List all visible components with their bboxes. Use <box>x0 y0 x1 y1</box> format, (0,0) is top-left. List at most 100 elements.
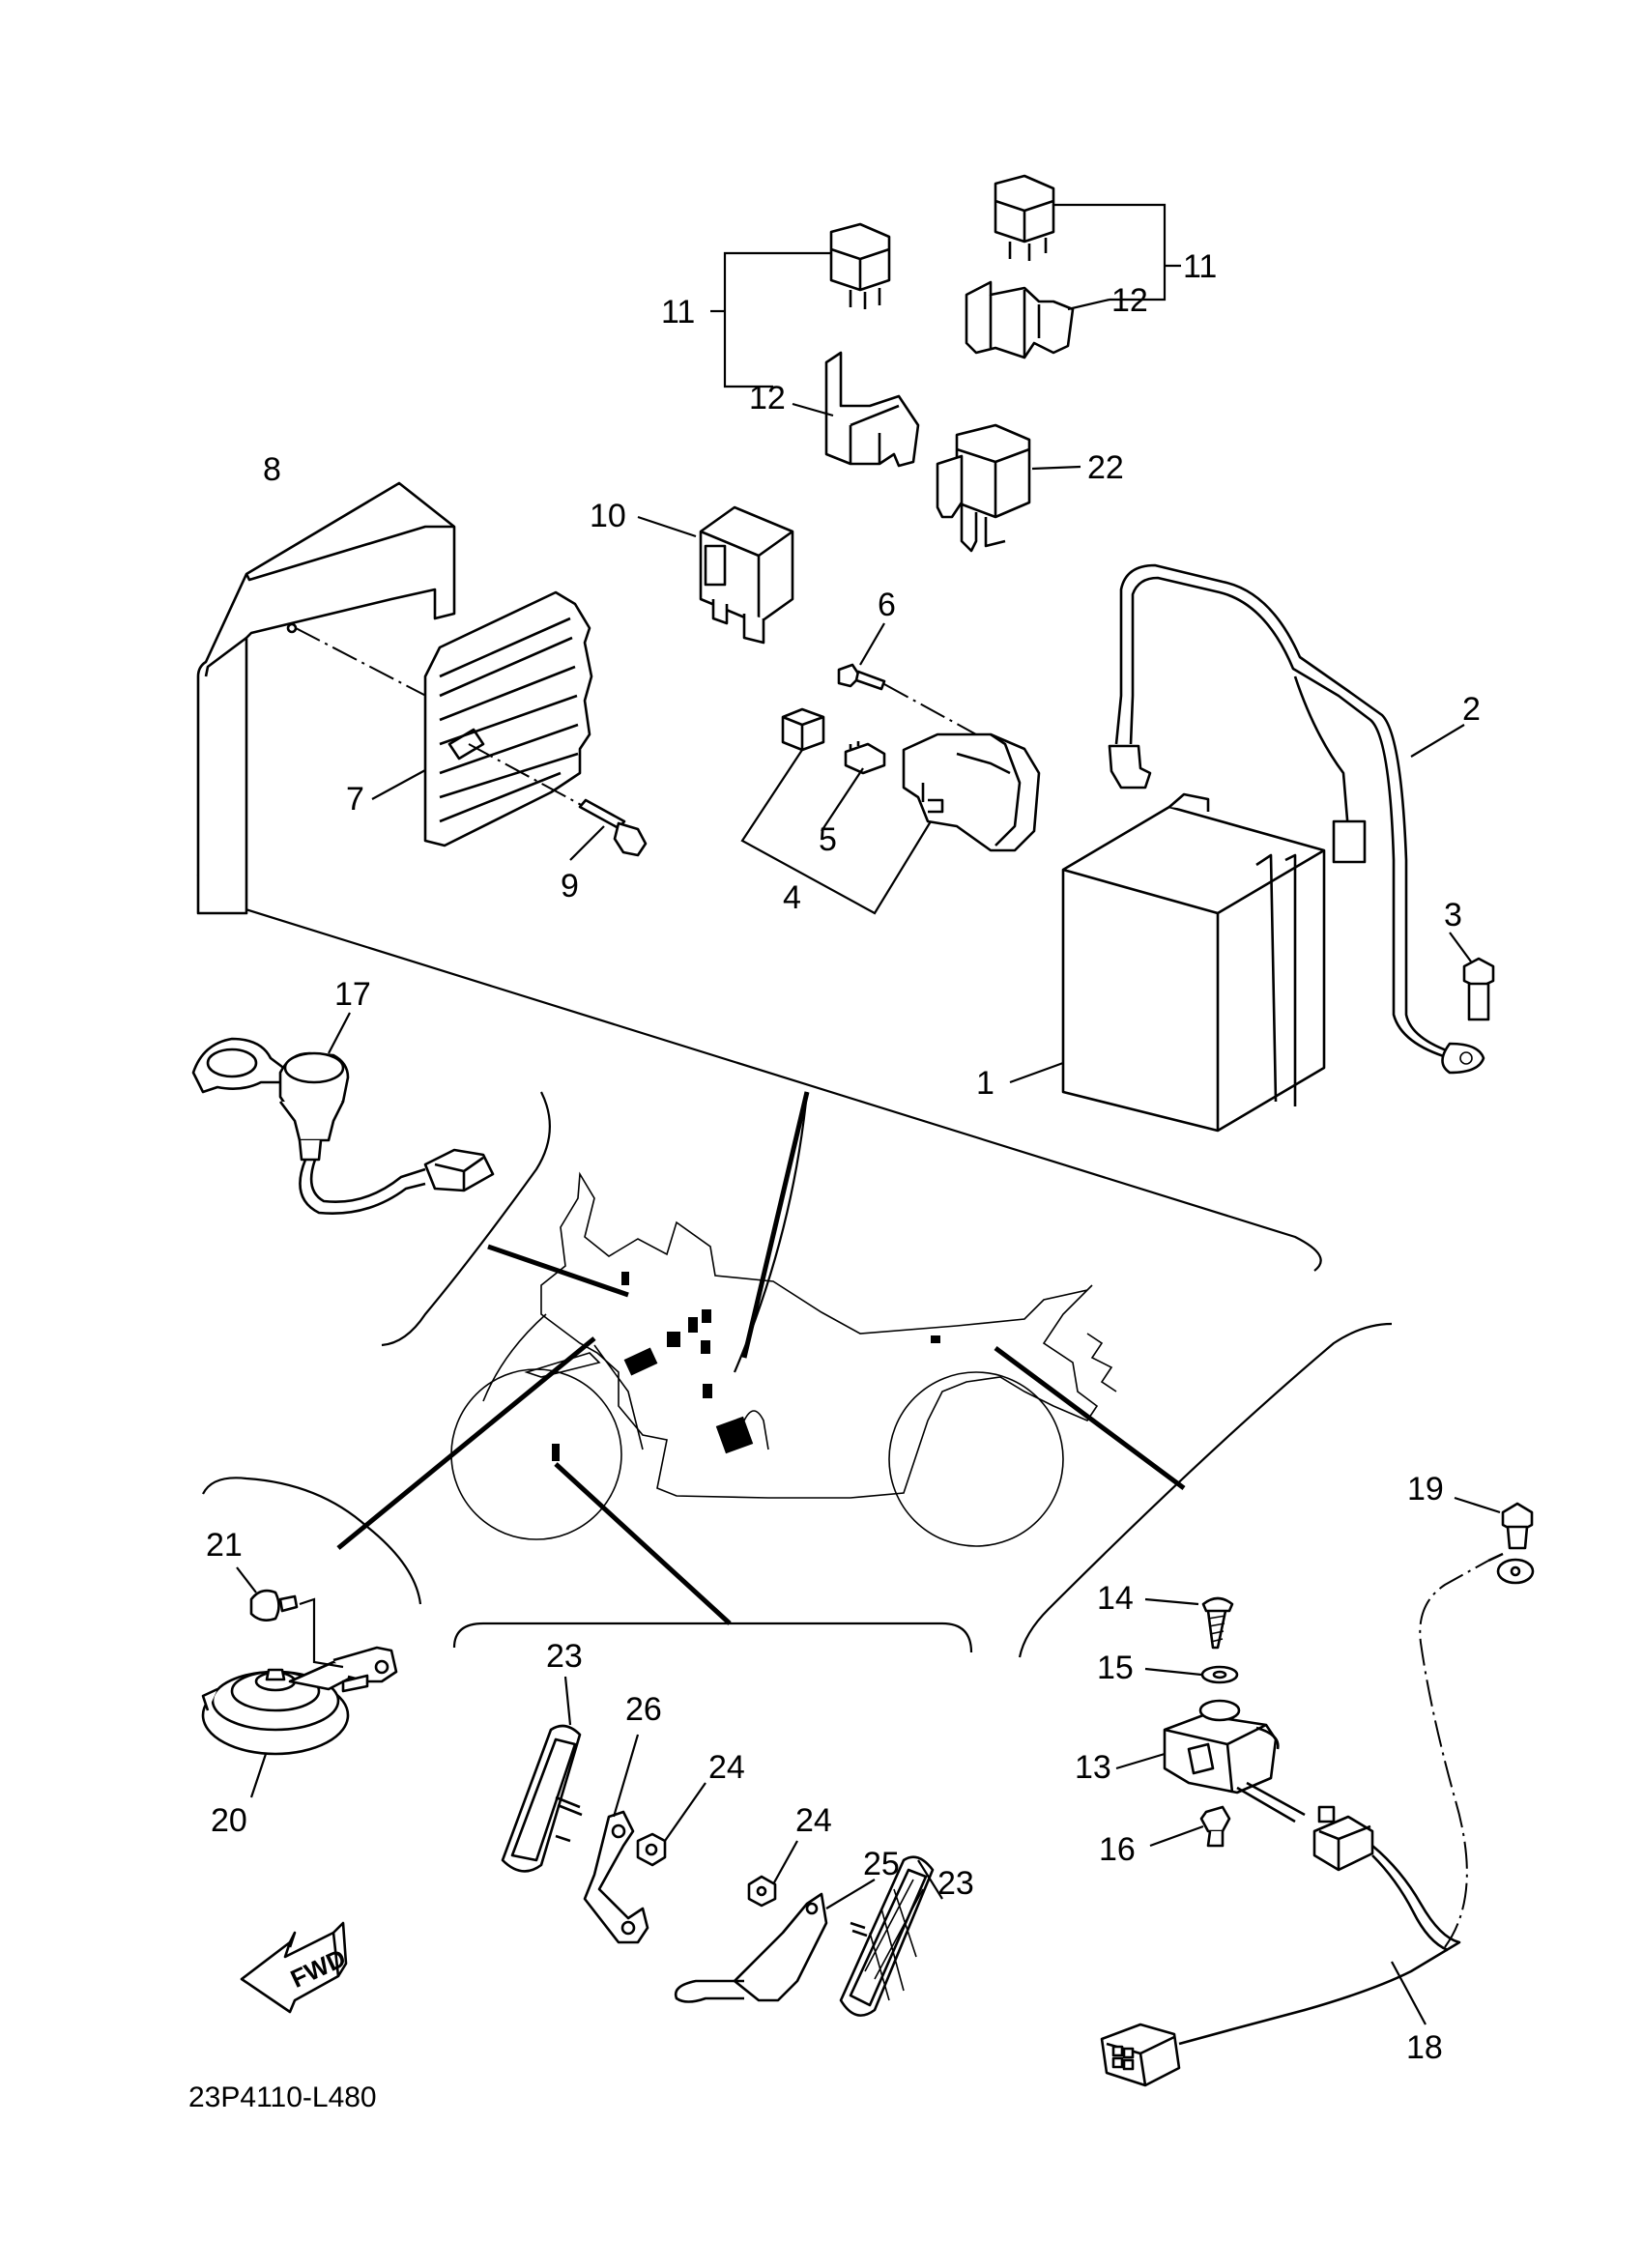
callout-8: 8 <box>263 451 281 488</box>
cover-hole <box>286 622 298 634</box>
part-11-relay-right <box>965 174 1181 359</box>
callout-23-left: 23 <box>546 1638 583 1675</box>
callout-5: 5 <box>819 821 837 858</box>
marker-10 <box>701 1340 710 1354</box>
part-6-screw <box>837 622 977 735</box>
callout-18: 18 <box>1406 2029 1443 2066</box>
leader-24b <box>772 1840 798 1885</box>
callout-11-left: 11 <box>661 294 695 330</box>
callout-1: 1 <box>976 1065 994 1102</box>
callout-15: 15 <box>1097 1650 1134 1686</box>
part-18-harness <box>1100 1552 1504 2087</box>
callout-2: 2 <box>1462 691 1481 728</box>
leader-12a <box>792 402 834 417</box>
callout-20: 20 <box>211 1802 247 1839</box>
part-14-screw <box>1144 1596 1234 1650</box>
leader-19 <box>1454 1496 1501 1514</box>
leader-13 <box>1115 1752 1166 1770</box>
bracket-11b <box>1053 203 1167 301</box>
leader-10 <box>637 515 697 538</box>
part-8-cover <box>196 481 456 915</box>
fwd-arrow-icon: FWD <box>240 1921 350 2014</box>
part-9-bolt <box>569 798 648 861</box>
part-21-bolt <box>236 1566 344 1669</box>
part-20-horn <box>201 1646 398 1798</box>
leader-9 <box>569 825 605 861</box>
callout-7: 7 <box>346 781 364 818</box>
screw-6-line <box>883 683 977 735</box>
leader-6 <box>859 622 885 666</box>
leader-5 <box>821 767 864 832</box>
leader-2 <box>1410 724 1465 758</box>
leader-25 <box>825 1879 876 1909</box>
fairing-line <box>482 1313 547 1402</box>
part-4-starter-relay <box>740 707 1041 915</box>
bolt-9-line <box>468 743 586 808</box>
rear-wheel <box>888 1371 1064 1547</box>
callout-11-right: 11 <box>1183 248 1217 285</box>
marker-2-wire <box>743 1410 769 1450</box>
callout-12-right: 12 <box>1111 282 1148 319</box>
leader-17 <box>328 1012 351 1054</box>
part-1-battery <box>1009 792 1326 1133</box>
right-region-divider <box>1018 1322 1393 1658</box>
callout-23-right: 23 <box>937 1865 974 1902</box>
callout-22: 22 <box>1087 449 1124 486</box>
part-13-sensor <box>1115 1699 1306 1823</box>
part-24-nut-left <box>636 1782 706 1867</box>
callout-3: 3 <box>1444 897 1462 933</box>
callout-4: 4 <box>783 879 801 916</box>
leader-24a <box>664 1782 706 1842</box>
callout-16: 16 <box>1099 1831 1136 1868</box>
part-7-regulator <box>371 590 593 847</box>
marker-7 <box>623 1347 658 1376</box>
pointer-top <box>741 1091 810 1359</box>
leader-7 <box>371 769 426 800</box>
part-23-reflector-right <box>839 1855 943 2017</box>
bracket-4 <box>740 749 932 915</box>
part-24-nut-right <box>747 1840 798 1908</box>
callout-24-left: 24 <box>708 1749 745 1786</box>
front-wheel <box>450 1368 622 1540</box>
motorcycle-outline <box>450 1171 1117 1547</box>
part-22-relay <box>936 423 1081 553</box>
leader-12b <box>1067 298 1110 311</box>
cover-to-regulator-line <box>295 627 446 706</box>
marker-12 <box>688 1317 698 1333</box>
regulator-mount <box>447 728 485 761</box>
pointer-20 <box>336 1336 596 1550</box>
part-2-harness <box>1108 563 1485 1075</box>
marker-20 <box>552 1444 560 1461</box>
callout-26: 26 <box>625 1691 662 1728</box>
marker-17 <box>621 1272 629 1285</box>
leader-1 <box>1009 1061 1064 1084</box>
marker-4 <box>667 1332 680 1347</box>
leader-14 <box>1144 1597 1199 1606</box>
headlight <box>524 1352 601 1378</box>
callout-labels: 1 2 3 4 5 6 7 8 9 10 11 11 12 12 13 14 1… <box>206 248 1481 2066</box>
leader-23a <box>563 1676 572 1726</box>
part-11-relay-left <box>710 222 920 468</box>
leader-3 <box>1449 932 1472 962</box>
region-dividers <box>196 874 1393 1658</box>
callout-21: 21 <box>206 1527 243 1564</box>
callout-14: 14 <box>1097 1580 1134 1617</box>
callout-24-right: 24 <box>795 1802 832 1839</box>
bracket-11a <box>723 251 831 388</box>
marker-22 <box>703 1384 712 1398</box>
bike-body <box>540 1171 1099 1499</box>
leader-22 <box>1031 465 1081 471</box>
regulator-fins <box>439 617 579 823</box>
part-23-reflector-left <box>501 1676 583 1873</box>
marker-11 <box>702 1309 711 1323</box>
part-15-washer <box>1144 1665 1239 1684</box>
leader-23b <box>917 1859 943 1900</box>
callout-19: 19 <box>1407 1471 1444 1507</box>
marker-13 <box>931 1335 940 1343</box>
bottom-middle-divider <box>452 1622 973 1653</box>
pointer-23 <box>554 1462 732 1625</box>
callout-9: 9 <box>561 868 579 904</box>
leader-16 <box>1149 1824 1204 1848</box>
leader-18 <box>1391 1961 1427 2025</box>
